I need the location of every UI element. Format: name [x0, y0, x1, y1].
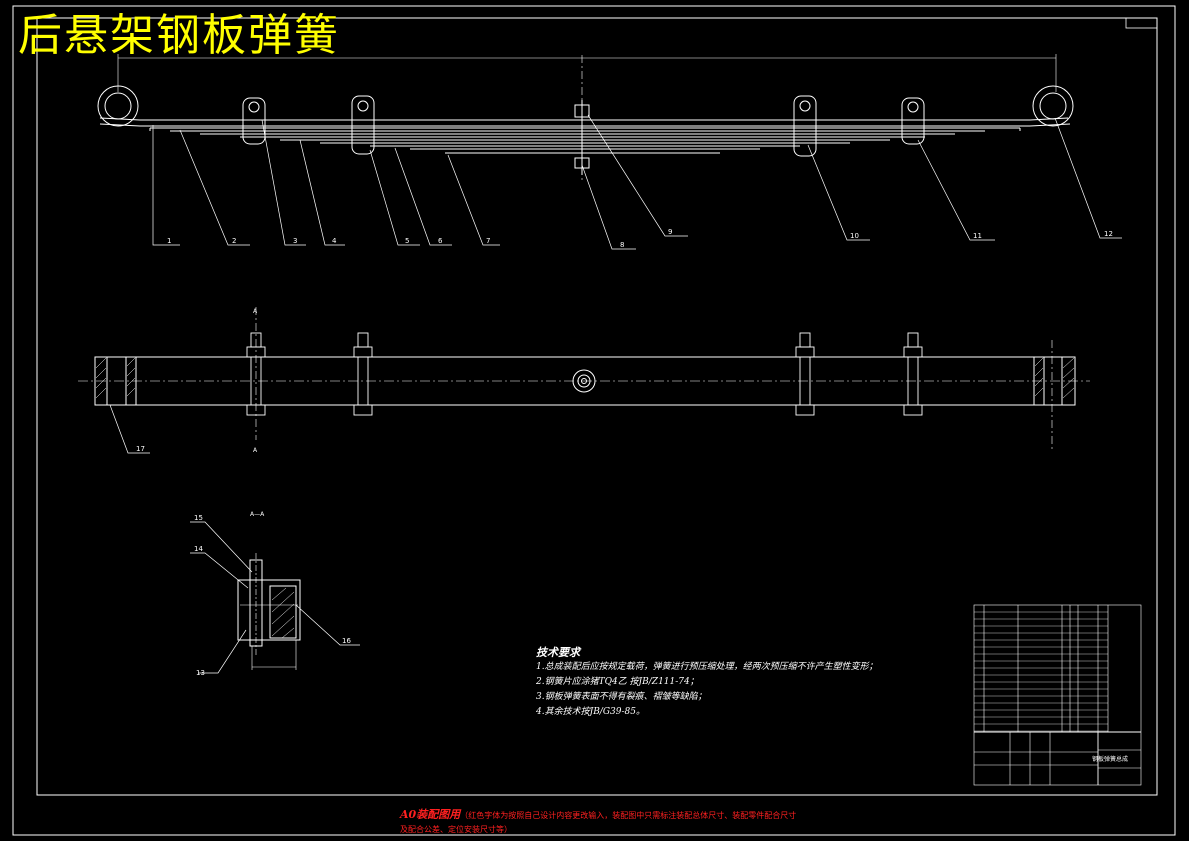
requirement-item: 1.总成装配后应按规定载荷，弹簧进行预压缩处理，经两次预压缩不许产生塑性变形；: [536, 662, 878, 672]
top-view-clamps: [246, 332, 923, 416]
cut-plane-label: A: [253, 447, 258, 454]
technical-requirements-heading: 技术要求: [536, 646, 580, 659]
outer-border: [12, 5, 1176, 836]
part-number-label: 5: [405, 237, 409, 245]
requirement-item: 3.钢板弹簧表面不得有裂痕、褶皱等缺陷；: [536, 692, 707, 702]
section-view: [237, 553, 301, 670]
requirement-item: 2.钢簧片应涂猪TQ4乙 按JB/Z111-74；: [536, 677, 699, 687]
technical-requirements: 技术要求 1.总成装配后应按规定载荷，弹簧进行预压缩处理，经两次预压缩不许产生塑…: [536, 645, 878, 720]
front-view-leaders: [152, 114, 1122, 250]
section-leaders: [190, 521, 360, 674]
part-number-label: 9: [668, 228, 672, 236]
part-number-label: 11: [973, 232, 982, 240]
drawing-title: 后悬架钢板弹簧: [18, 10, 340, 61]
top-view-hatching: [95, 357, 1075, 399]
front-eye-left: [97, 85, 139, 127]
part-number-label: 16: [342, 637, 351, 645]
part-number-label: 6: [438, 237, 443, 245]
parts-list-rows: [974, 611, 1108, 732]
part-number-label: 4: [332, 237, 337, 245]
title-block-drawing-name: 钢板弹簧总成: [1092, 756, 1129, 763]
front-eye-right: [1032, 85, 1074, 127]
inner-border: [36, 17, 1158, 796]
part-number-label: 13: [196, 669, 205, 677]
part-number-label: 7: [486, 237, 490, 245]
corner-box: [1125, 17, 1158, 29]
part-number-label: 12: [1104, 230, 1113, 238]
leader-17: [109, 404, 150, 454]
part-number-label: 10: [850, 232, 859, 240]
section-hatching: [271, 587, 295, 639]
footer-text: （红色字体为按照自己设计内容更改输入，装配图中只需标注装配总体尺寸、装配零件配合…: [400, 811, 797, 834]
front-view: [97, 54, 1074, 180]
part-number-label: 14: [194, 545, 203, 553]
footer-note: A0装配图用（红色字体为按照自己设计内容更改输入，装配图中只需标注装配总体尺寸、…: [400, 808, 800, 837]
part-number-label: 1: [167, 237, 171, 245]
part-number-label: 3: [293, 237, 297, 245]
part-number-label: 17: [136, 445, 145, 453]
section-label: A—A: [250, 511, 265, 518]
cut-labels: AA: [253, 308, 258, 454]
footer-label: A0装配图用: [400, 808, 461, 821]
part-number-label: 15: [194, 514, 203, 522]
part-number-label: 2: [232, 237, 236, 245]
part-number-label: 8: [620, 241, 624, 249]
cut-plane-label: A: [253, 308, 258, 315]
top-view: [78, 307, 1090, 450]
requirement-item: 4.其余技术按JB/G39-85。: [536, 707, 645, 717]
